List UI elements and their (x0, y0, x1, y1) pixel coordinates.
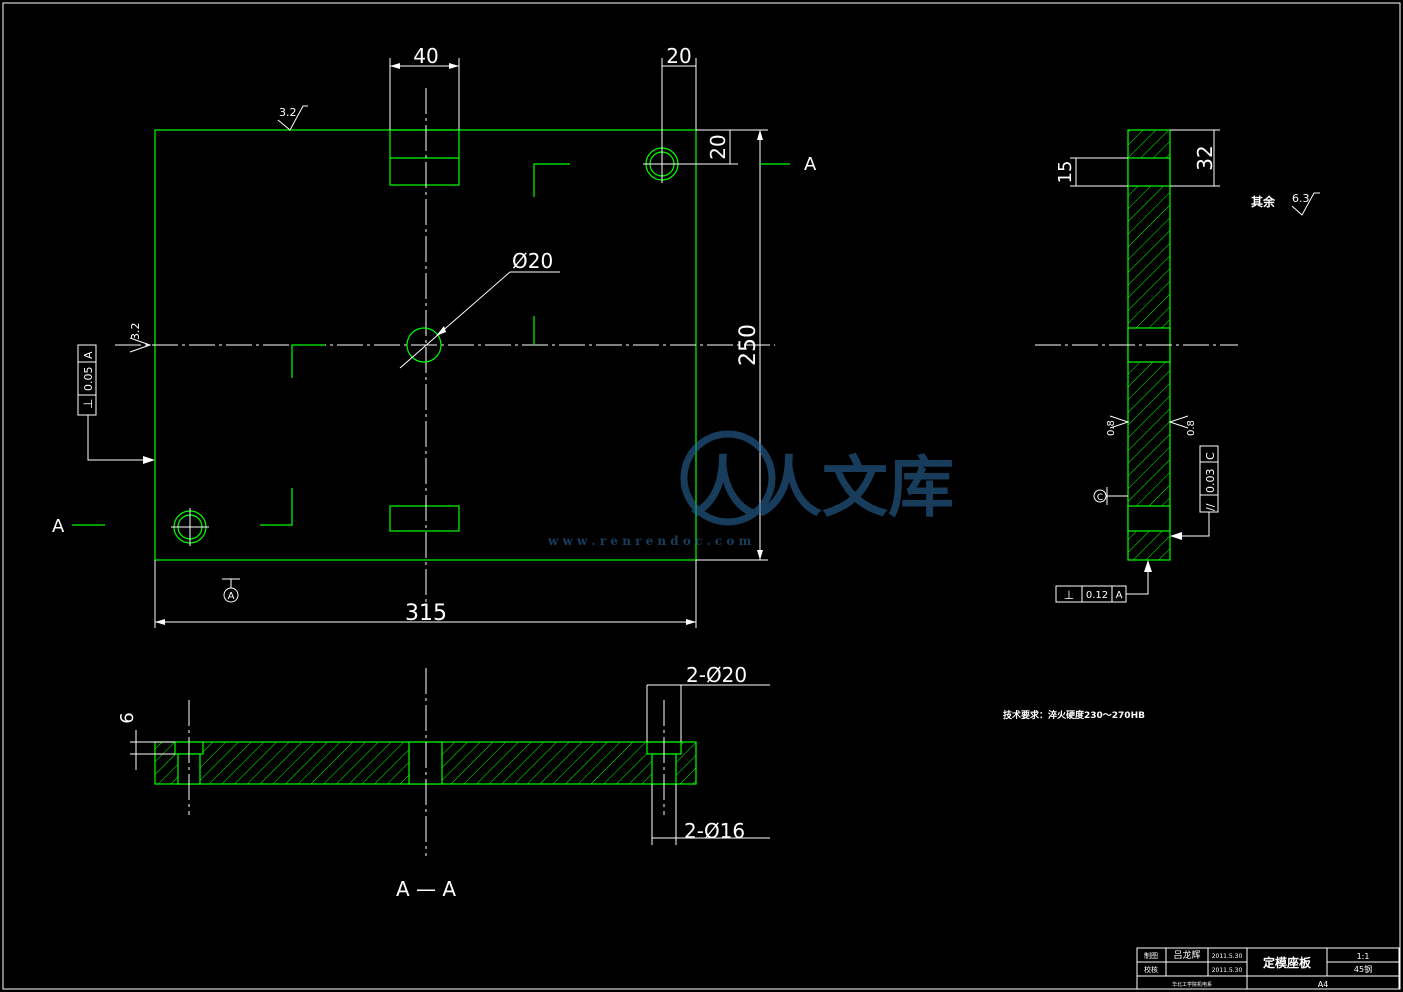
section-title: A — A (396, 877, 456, 901)
tolerance-left-datum: A (82, 351, 95, 359)
tolerance-bottom-datum: A (1116, 590, 1123, 601)
center-hole (406, 327, 442, 363)
tech-requirements: 技术要求：淬火硬度230～270HB (1003, 709, 1145, 721)
tolerance-bottom-symbol: ⊥ (1064, 588, 1074, 602)
section-marker-left: A (52, 516, 65, 537)
title-block (1136, 947, 1400, 990)
dim-recess-15: 15 (1055, 161, 1076, 184)
dim-length-315: 315 (405, 601, 447, 626)
dim-width-40: 40 (413, 44, 438, 68)
tolerance-right-symbol: // (1204, 503, 1217, 511)
bottom-slot (389, 505, 460, 532)
tolerance-right-value: 0.03 (1204, 469, 1217, 494)
watermark-logo-text: 人人文库 (690, 448, 954, 526)
tolerance-right-datum: C (1204, 452, 1217, 460)
roughness-left: 3.2 (129, 323, 142, 341)
tb-sheet: A4 (1318, 980, 1329, 989)
top-view (72, 58, 790, 628)
watermark: 人人文库 w w w . r e n r e n d o c . c o m (547, 430, 954, 548)
tb-drawn-name: 吕龙辉 (1173, 949, 1200, 961)
tb-scale: 1:1 (1357, 952, 1370, 961)
roughness-side-right: 0.8 (1186, 420, 1197, 436)
datum-c-label: C (1097, 493, 1103, 503)
roughness-rest-label: 其余 (1251, 194, 1276, 209)
dim-edge-20-vertical: 20 (706, 134, 730, 159)
dim-hole-diameter: Ø20 (512, 249, 553, 273)
tb-drawn-label: 制图 (1144, 951, 1158, 960)
section-marker-right: A (804, 154, 817, 175)
tb-part-name: 定模座板 (1263, 955, 1312, 970)
dim-through-hole: 2-Ø16 (684, 819, 745, 843)
side-view (1035, 129, 1320, 603)
datum-a-label: A (228, 591, 235, 602)
tolerance-left-value: 0.05 (82, 367, 95, 392)
tolerance-left-symbol: ⊥ (81, 399, 95, 409)
roughness-rest-value: 6.3 (1292, 192, 1310, 205)
watermark-url: w w w . r e n r e n d o c . c o m (547, 534, 752, 548)
section-view (130, 668, 770, 856)
dim-height-250: 250 (736, 324, 761, 366)
tb-school: 华北工学院机电系 (1172, 981, 1212, 988)
roughness-top: 3.2 (279, 106, 297, 119)
dim-depth-6: 6 (117, 712, 138, 723)
tb-check-label: 校核 (1144, 965, 1158, 974)
tb-drawn-date: 2011.5.30 (1212, 953, 1243, 960)
dim-thickness-32: 32 (1193, 145, 1217, 170)
tb-material: 45钢 (1354, 964, 1372, 974)
dim-edge-20: 20 (666, 44, 691, 68)
dim-counterbore: 2-Ø20 (686, 663, 747, 687)
tolerance-bottom-value: 0.12 (1086, 590, 1108, 601)
tb-check-date: 2011.5.30 (1212, 967, 1243, 974)
roughness-side-left: 0.8 (1106, 420, 1117, 436)
